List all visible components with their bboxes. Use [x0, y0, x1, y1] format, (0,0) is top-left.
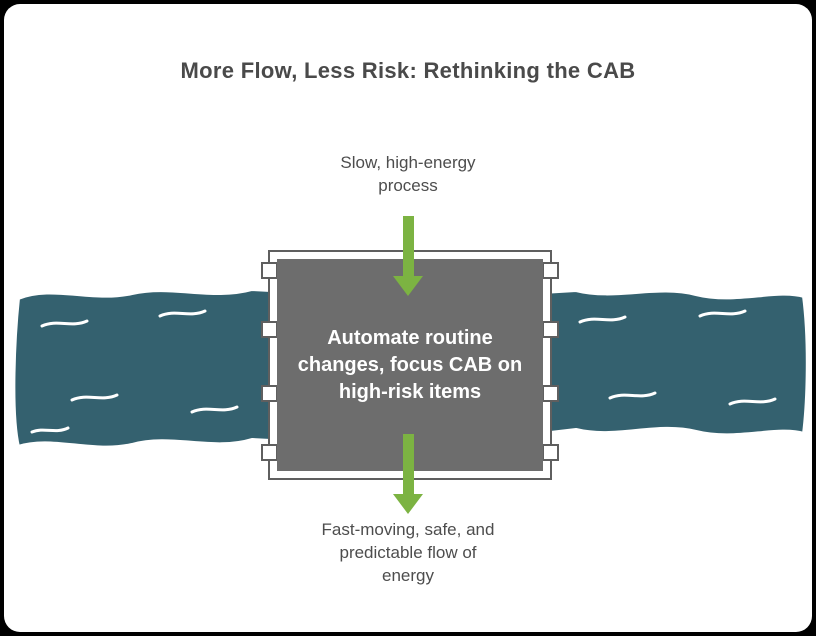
output-label-line2: predictable flow of — [339, 543, 477, 562]
diagram-title: More Flow, Less Risk: Rethinking the CAB — [180, 58, 636, 83]
down-arrow-top-icon — [393, 216, 423, 296]
diagram-canvas: More Flow, Less Risk: Rethinking the CAB… — [4, 4, 812, 632]
gate-tab-icon — [542, 262, 559, 279]
gate-tab-icon — [542, 444, 559, 461]
right-river-illustration — [540, 288, 810, 438]
gate-tab-icon — [261, 262, 278, 279]
arrow-head — [393, 494, 423, 514]
gate-box-text: Automate routine changes, focus CAB on h… — [297, 326, 523, 403]
left-river-illustration — [11, 287, 292, 450]
input-label-line1: Slow, high-energy — [340, 153, 476, 172]
gate-tab-icon — [542, 385, 559, 402]
output-label: Fast-moving, safe, and predictable flow … — [4, 518, 812, 587]
arrow-head — [393, 276, 423, 296]
input-label-line2: process — [378, 176, 438, 195]
output-label-line3: energy — [382, 566, 434, 585]
gate-tab-icon — [261, 321, 278, 338]
down-arrow-bottom-icon — [393, 434, 423, 514]
output-label-line1: Fast-moving, safe, and — [321, 520, 495, 539]
arrow-shaft — [402, 434, 414, 494]
gate-tab-icon — [261, 385, 278, 402]
arrow-shaft — [402, 216, 414, 276]
input-label: Slow, high-energy process — [4, 151, 812, 197]
gate-tab-icon — [261, 444, 278, 461]
gate-tab-icon — [542, 321, 559, 338]
